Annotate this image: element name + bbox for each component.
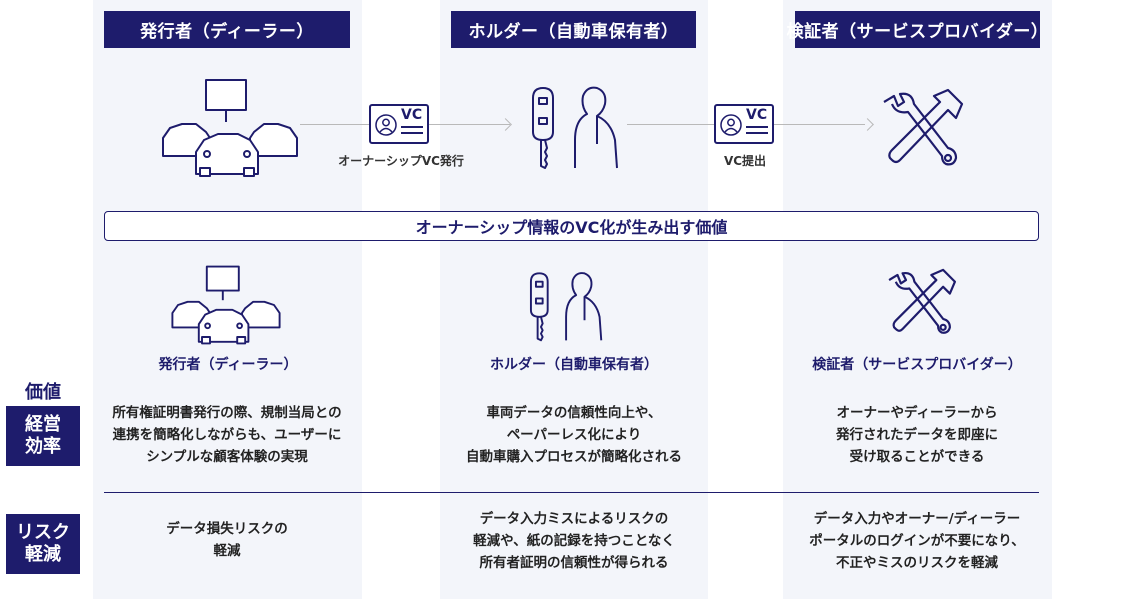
key-person-icon — [532, 86, 618, 169]
efficiency-verifier-text: オーナーやディーラーから 発行されたデータを即座に 受け取ることができる — [836, 405, 998, 465]
value-banner: オーナーシップ情報のVC化が生み出す価値 — [104, 211, 1039, 241]
vc-text: VC — [401, 107, 423, 123]
efficiency-holder-text: 車両データの信頼性向上や、 ペーパーレス化により 自動車購入プロセスが簡略化され… — [466, 405, 682, 465]
vc-line — [401, 126, 423, 128]
risk-holder-text: データ入力ミスによるリスクの 軽減や、紙の記録を持つことなく 所有者証明の信頼性… — [473, 511, 675, 571]
issue-label: オーナーシップVC発行 — [338, 154, 464, 168]
user-badge-icon — [720, 114, 742, 136]
vc-card-issue: VC — [369, 104, 429, 144]
verifier-header: 検証者（サービスプロバイダー） — [787, 11, 1048, 48]
vc-line — [746, 132, 768, 134]
efficiency-badge: 経営 効率 — [6, 406, 80, 466]
vc-line — [401, 132, 423, 134]
tools-icon — [888, 268, 957, 334]
row-divider — [104, 492, 1039, 493]
submit-label: VC提出 — [723, 154, 767, 168]
vc-card-submit: VC — [714, 104, 774, 144]
issuer-subtitle: 発行者（ディーラー） — [158, 357, 298, 373]
verifier-subtitle: 検証者（サービスプロバイダー） — [812, 357, 1022, 373]
risk-badge: リスク 軽減 — [6, 514, 80, 574]
issuer-header: 発行者（ディーラー） — [104, 11, 350, 48]
efficiency-issuer-text: 所有権証明書発行の際、規制当局との 連携を簡略化しながらも、ユーザーに シンプル… — [112, 405, 342, 465]
risk-issuer-text: データ損失リスクの 軽減 — [166, 521, 288, 559]
holder-header: ホルダー（自動車保有者） — [451, 11, 696, 48]
user-badge-icon — [375, 114, 397, 136]
car-dealer-icon — [162, 79, 298, 177]
car-dealer-icon — [171, 265, 281, 345]
risk-verifier-text: データ入力やオーナー/ディーラー ポータルのログインが不要になり、 不正やミスの… — [809, 511, 1025, 571]
holder-subtitle: ホルダー（自動車保有者） — [490, 357, 658, 373]
value-title: 価値 — [25, 382, 61, 403]
vc-text: VC — [746, 107, 768, 123]
tools-icon — [883, 88, 964, 166]
column-bg-holder — [440, 0, 708, 599]
key-person-icon — [529, 272, 603, 342]
vc-line — [746, 126, 768, 128]
